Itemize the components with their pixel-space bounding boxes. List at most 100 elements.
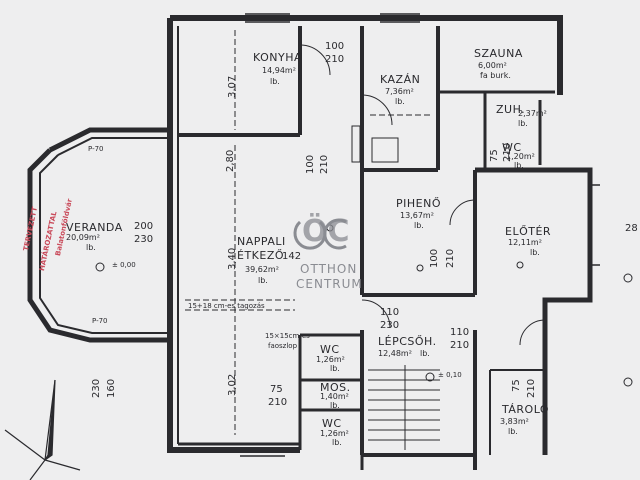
veranda-outline: [27, 127, 170, 343]
room-area-tarolo: 3,83m²: [500, 417, 529, 426]
room-area-nappali: 39,62m²: [245, 265, 279, 274]
compass-rose: [4, 379, 81, 480]
level-marker: [623, 273, 633, 283]
room-area-kazan: 7,36m²: [385, 87, 414, 96]
tarolo-wall: [489, 369, 545, 455]
windows: [240, 13, 600, 457]
room-area-zuh: 2,37m²: [518, 109, 547, 118]
pillar-note: 15×15cm-es: [265, 332, 310, 340]
dim-door-tarolo: 75: [511, 379, 522, 392]
room-area-mos: 1,40m²: [320, 392, 349, 401]
sauna-wall: [438, 90, 555, 170]
bottom-wall: [178, 442, 364, 470]
dim-height-340: 3,40: [227, 247, 238, 270]
room-area-wc-1: 1,26m²: [316, 355, 345, 364]
dim-height-302: 3,02: [227, 373, 238, 396]
dim-door-wc: 75: [270, 384, 283, 395]
dim-door-piheno-r-2: 210: [445, 248, 456, 268]
room-floor-lepcsoh: lb.: [420, 349, 430, 358]
dim-door-wc-up: 75: [489, 149, 500, 162]
room-area-konyha: 14,94m²: [262, 66, 296, 75]
sink-icon: [351, 125, 361, 163]
outer-wall: [167, 15, 563, 453]
level-stair-label: ± 0,10: [438, 371, 462, 379]
room-floor-veranda: lb.: [86, 243, 96, 252]
room-floor-mos: lb.: [330, 401, 340, 410]
room-area-wc-upper: 1,20m²: [506, 152, 535, 161]
room-name-mos: MOS.: [320, 381, 351, 394]
dim-door-eloter-r: 28: [625, 223, 638, 234]
room-name-etkezo: ÉTKEZŐ: [237, 249, 285, 262]
door-swing: [519, 319, 546, 346]
dim-win-left: 230: [91, 378, 102, 398]
dim-door-piheno-top: 100: [305, 154, 316, 174]
room-name-wc-2: WC: [322, 417, 342, 430]
veranda-inner: [39, 137, 168, 334]
eloter-wall: [475, 167, 593, 455]
dim-door-veranda-2: 230: [134, 234, 154, 245]
level-marker: [95, 262, 105, 272]
room-area-piheno: 13,67m²: [400, 211, 434, 220]
room-floor-tarolo: lb.: [508, 427, 518, 436]
dim-door-piheno-r: 100: [429, 248, 440, 268]
dim-door-wc-2: 210: [268, 397, 288, 408]
room-name-lepcsoh: LÉPCSŐH.: [378, 335, 437, 348]
room-name-veranda: VERANDA: [66, 221, 123, 234]
stair-lines: [368, 365, 440, 450]
watermark-monogram: ÖC: [302, 214, 350, 249]
p70-bottom-label: P-70: [92, 317, 108, 325]
room-floor-wc-upper: lb.: [514, 161, 524, 170]
room-floor-kazan: lb.: [395, 97, 405, 106]
watermark-line-2: CENTRUM: [296, 277, 363, 291]
dim-door-wc-up-2: 210: [502, 142, 513, 162]
piheno-wall: [360, 170, 477, 297]
level-marker: [623, 377, 633, 387]
kitchen-wall: [178, 26, 302, 137]
room-floor-wc-2: lb.: [332, 438, 342, 447]
ceiling-note: 15+18 cm-es tagozás: [188, 302, 265, 310]
dim-height-307: 3,07: [227, 75, 238, 98]
door-swing: [449, 199, 476, 226]
dim-door-lep-right-2: 210: [450, 340, 470, 351]
dim-door-tarolo-2: 210: [526, 378, 537, 398]
door-swing: [361, 299, 391, 329]
dim-door-konyha-2: 210: [325, 54, 345, 65]
room-name-eloter: ELŐTÉR: [505, 225, 552, 238]
room-floor-wc-1: lb.: [330, 364, 340, 373]
room-area-lepcsoh: 12,48m²: [378, 349, 412, 358]
room-name-wc-1: WC: [320, 343, 340, 356]
room-name-nappali: NAPPALI: [237, 235, 286, 248]
room-name-szauna: SZAUNA: [474, 47, 523, 60]
dim-door-veranda: 200: [134, 221, 154, 232]
room-floor-konyha: lb.: [270, 77, 280, 86]
watermark-logo: [293, 218, 347, 250]
room-name-wc-upper: WC: [502, 141, 522, 154]
room-name-piheno: PIHENŐ: [396, 197, 441, 210]
room-area-wc-2: 1,26m²: [320, 429, 349, 438]
level-marker: [425, 372, 435, 382]
dim-door-piheno-c: 142: [282, 251, 302, 262]
dim-door-konyha: 100: [325, 41, 345, 52]
room-floor-zuh: lb.: [518, 119, 528, 128]
dim-height-280: 2,80: [225, 149, 236, 172]
door-swing: [299, 44, 331, 76]
room-floor-eloter: lb.: [530, 248, 540, 257]
kazan-wall: [360, 26, 440, 172]
lepcsoh-wall: [360, 330, 477, 470]
dim-door-lep-left-2: 230: [380, 320, 400, 331]
room-name-tarolo: TÁROLÓ: [502, 403, 550, 416]
dim-win-left-2: 160: [106, 378, 117, 398]
watermark-line-1: OTTHON: [300, 262, 358, 276]
dim-door-piheno-top-2: 210: [319, 154, 330, 174]
room-floor-szauna: fa burk.: [480, 71, 511, 80]
level-veranda-label: ± 0,00: [112, 261, 136, 269]
dim-door-lep-right: 110: [450, 327, 470, 338]
level-marker: [516, 261, 524, 269]
room-area-eloter: 12,11m²: [508, 238, 542, 247]
room-area-veranda: 20,09m²: [66, 233, 100, 242]
door-swing: [361, 94, 393, 126]
beam-lines: [185, 30, 430, 435]
room-floor-piheno: lb.: [414, 221, 424, 230]
room-name-konyha: KONYHA: [253, 51, 303, 64]
